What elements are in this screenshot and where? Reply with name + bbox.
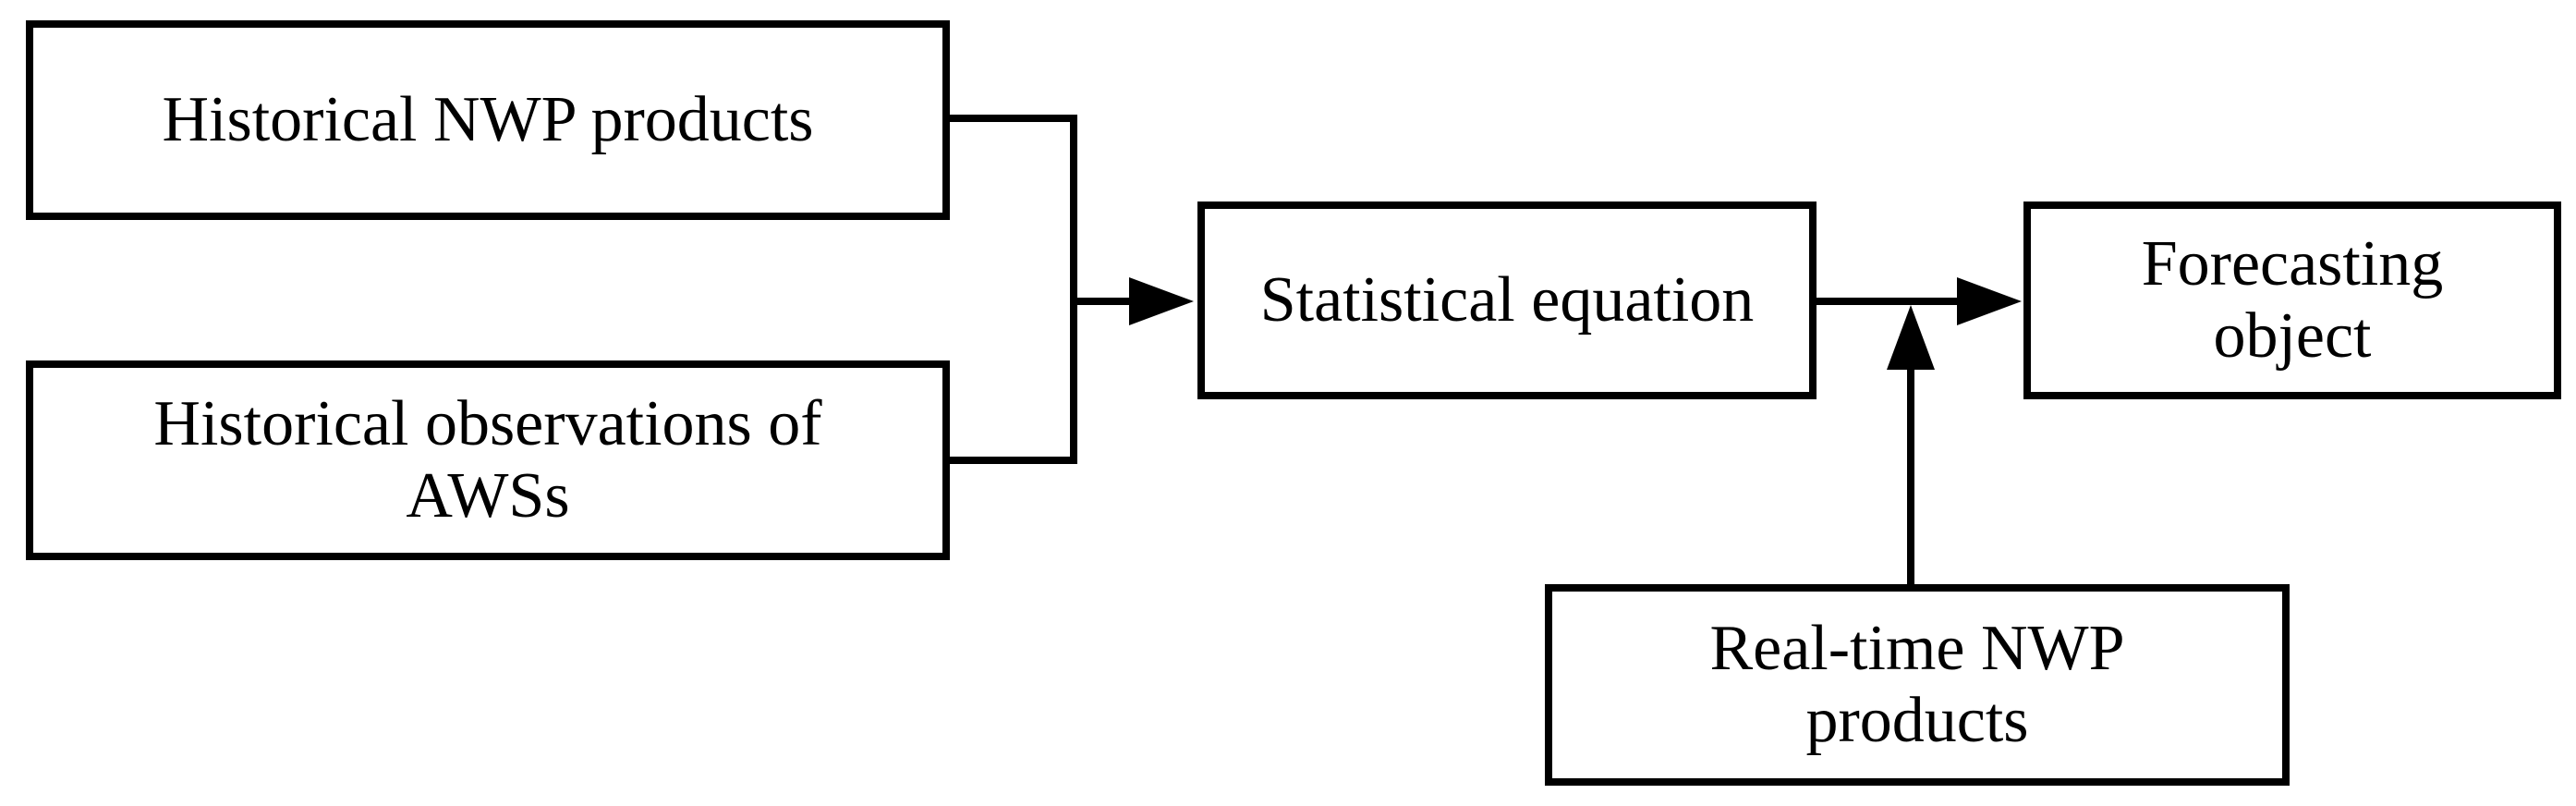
node-historical-obs-label: Historical observations of AWSs <box>153 387 822 531</box>
node-forecasting-object-label: Forecasting object <box>2141 227 2444 372</box>
node-realtime-nwp-label: Real-time NWP products <box>1709 612 2125 756</box>
edge-historical-obs <box>946 298 1077 464</box>
node-statistical-equation: Statistical equation <box>1197 202 1817 399</box>
node-historical-observations: Historical observations of AWSs <box>26 360 950 560</box>
node-historical-nwp-label: Historical NWP products <box>162 83 814 155</box>
node-statistical-equation-label: Statistical equation <box>1259 263 1755 336</box>
node-realtime-nwp-products: Real-time NWP products <box>1545 584 2290 786</box>
arrowhead-into-statistical <box>1129 277 1194 325</box>
edge-historical-nwp <box>946 115 1077 305</box>
arrowhead-up-realtime <box>1887 305 1935 370</box>
node-historical-nwp-products: Historical NWP products <box>26 20 950 220</box>
node-forecasting-object: Forecasting object <box>2023 202 2561 399</box>
arrowhead-into-forecast <box>1957 277 2022 325</box>
